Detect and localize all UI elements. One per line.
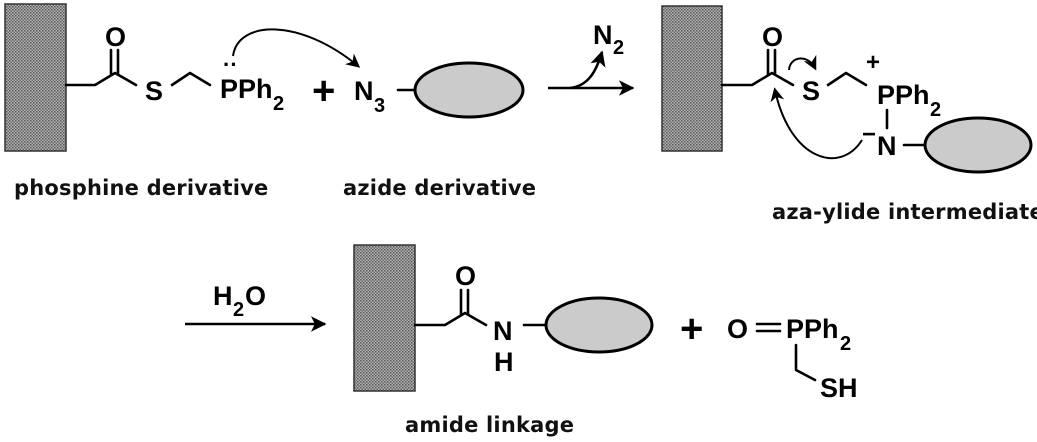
sulfur: S bbox=[145, 76, 163, 106]
solid-support bbox=[661, 5, 723, 152]
water-hydrogen: H bbox=[213, 281, 233, 311]
intermediate-label: aza-ylide intermediate bbox=[772, 200, 1037, 224]
biomolecule bbox=[923, 116, 1033, 174]
azide-count: 3 bbox=[374, 95, 385, 117]
solid-support bbox=[4, 3, 67, 152]
solid-support bbox=[353, 244, 416, 392]
azide-label: azide derivative bbox=[343, 176, 536, 200]
phosphine-oxide-byproduct: O P Ph 2 SH bbox=[727, 314, 858, 403]
n2-nitrogen: N bbox=[593, 20, 613, 50]
carbonyl-oxygen: O bbox=[455, 261, 476, 291]
amide-product: O N H amide linkage bbox=[353, 244, 654, 437]
amide-label: amide linkage bbox=[405, 413, 574, 437]
oxide-oxygen: O bbox=[727, 314, 748, 344]
n2-count: 2 bbox=[613, 37, 624, 59]
carbonyl-oxygen: O bbox=[105, 22, 126, 52]
electron-arrow bbox=[788, 54, 817, 71]
reaction-arrow-2: H 2 O bbox=[185, 281, 327, 332]
sulfur: S bbox=[802, 76, 820, 106]
phenyl: Ph bbox=[238, 74, 273, 104]
carbonyl-oxygen: O bbox=[762, 22, 783, 52]
n2-release-arrow bbox=[569, 50, 606, 90]
lone-pair: ·· bbox=[223, 52, 238, 77]
phosphine-derivative: O S P ·· Ph 2 phosphine derivative bbox=[4, 3, 284, 200]
aza-ylide-intermediate: O S + P Ph 2 − N aza-ylide intermediate bbox=[661, 5, 1037, 224]
azide-nitrogen: N bbox=[354, 76, 374, 106]
phenyl-count: 2 bbox=[273, 93, 284, 115]
water-count: 2 bbox=[233, 299, 244, 321]
phenyl: Ph bbox=[804, 314, 839, 344]
positive-charge: + bbox=[866, 49, 880, 76]
plus-sign: + bbox=[680, 307, 703, 351]
water-oxygen: O bbox=[245, 281, 266, 311]
phosphorus: P bbox=[220, 74, 238, 104]
nitrogen: N bbox=[877, 131, 897, 161]
biomolecule bbox=[413, 61, 525, 119]
azide-derivative: N 3 azide derivative bbox=[343, 61, 536, 200]
bond bbox=[170, 71, 212, 87]
reaction-arrow-1: N 2 bbox=[548, 20, 635, 96]
phosphorus: P bbox=[786, 314, 804, 344]
negative-charge: − bbox=[862, 121, 876, 148]
bond bbox=[720, 71, 795, 87]
nitrogen: N bbox=[493, 316, 513, 346]
electron-arrow bbox=[770, 87, 863, 159]
electron-arrow bbox=[232, 28, 361, 68]
phenyl-count: 2 bbox=[840, 333, 851, 355]
bond bbox=[826, 71, 868, 87]
phosphorus: P bbox=[877, 80, 895, 110]
bond bbox=[413, 311, 488, 327]
plus-sign: + bbox=[312, 69, 335, 113]
biomolecule bbox=[544, 296, 654, 354]
bond bbox=[64, 71, 138, 87]
thiol: SH bbox=[820, 373, 858, 403]
phenyl-count: 2 bbox=[930, 99, 941, 121]
bond bbox=[794, 343, 817, 382]
phosphine-label: phosphine derivative bbox=[14, 176, 268, 200]
hydrogen: H bbox=[494, 347, 514, 377]
phenyl: Ph bbox=[895, 80, 930, 110]
